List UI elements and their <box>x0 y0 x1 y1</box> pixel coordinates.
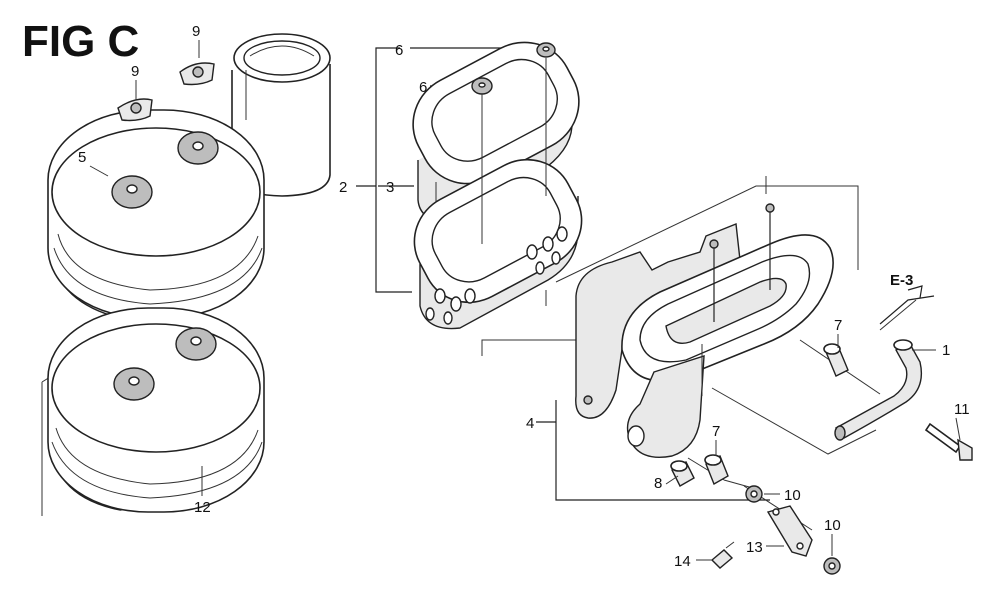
breather-tube-1 <box>834 339 923 441</box>
callout-7-upper: 7 <box>712 423 720 440</box>
leader-lines <box>89 40 961 561</box>
seal-6-upper <box>536 42 556 58</box>
bracket-4 <box>536 176 859 501</box>
callout-9-lower: 9 <box>131 63 139 80</box>
wing-nut-9-upper <box>179 62 215 86</box>
callout-8: 7 <box>834 317 842 334</box>
callout-4: 4 <box>526 415 534 432</box>
callout-labels: 9 9 5 12 6 6 2 3 4 1 7 11 7 8 10 10 13 1… <box>78 23 970 570</box>
callout-11: 11 <box>954 401 970 418</box>
air-cleaner-base-4 <box>575 203 834 458</box>
collar-8 <box>823 343 849 377</box>
bolt-11 <box>924 422 973 461</box>
callout-3: 3 <box>386 179 394 196</box>
callout-7-lower: 8 <box>654 475 662 492</box>
clip-14 <box>710 541 735 569</box>
nut-10-lower <box>823 557 841 575</box>
reference-label: E-3 <box>890 272 913 289</box>
callout-5: 5 <box>78 149 86 166</box>
callout-2: 2 <box>339 179 347 196</box>
collar-7-upper <box>704 454 729 486</box>
callout-14: 14 <box>674 553 691 570</box>
callout-1: 1 <box>942 342 950 359</box>
callout-13: 13 <box>746 539 763 556</box>
stay-bracket-13 <box>766 505 813 557</box>
air-cleaner-cover-12 <box>47 307 265 513</box>
callout-6-lower: 6 <box>419 79 427 96</box>
figure-title: FIG C <box>22 17 139 66</box>
callout-9-upper: 9 <box>192 23 200 40</box>
wing-nut-9-lower <box>117 98 153 122</box>
pre-filter-3 <box>412 41 580 223</box>
reference-arrow: E-3 <box>879 272 935 325</box>
collar-7-lower <box>670 460 695 487</box>
callout-10-upper: 10 <box>784 487 801 504</box>
callout-6-upper: 6 <box>395 42 403 59</box>
seal-6-lower <box>471 77 493 95</box>
air-cleaner-cover-5 <box>47 109 265 319</box>
nut-10-upper <box>745 485 763 503</box>
paper-filter-2 <box>413 158 583 330</box>
callout-12: 12 <box>194 499 211 516</box>
callout-10-lower: 10 <box>824 517 841 534</box>
